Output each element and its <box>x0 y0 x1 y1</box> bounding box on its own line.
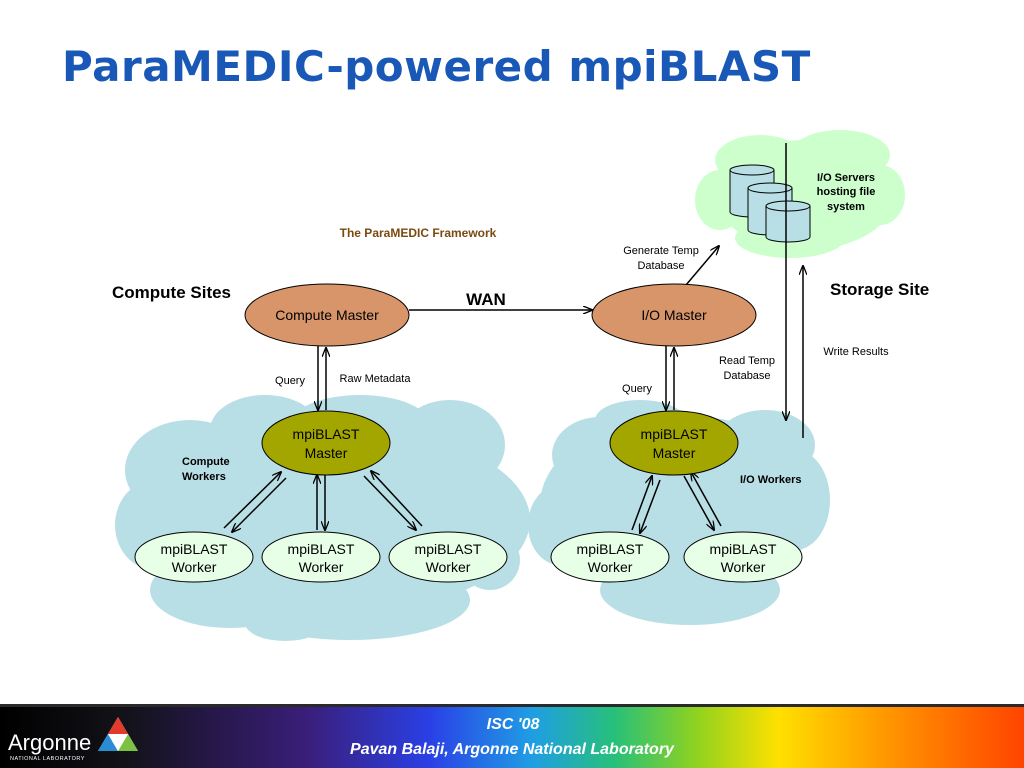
worker-label: mpiBLAST <box>288 541 355 557</box>
footer-divider <box>0 704 1024 707</box>
footer-author: Pavan Balaji, Argonne National Laborator… <box>350 741 674 758</box>
query-label-left: Query <box>275 375 305 387</box>
read-temp-label: Database <box>723 370 770 382</box>
logo-subtitle: NATIONAL LABORATORY <box>10 756 85 762</box>
worker-label: Worker <box>721 559 766 575</box>
raw-metadata-label: Raw Metadata <box>340 373 412 385</box>
io-master-node <box>591 283 757 347</box>
worker-node <box>550 531 670 583</box>
worker-label: mpiBLAST <box>577 541 644 557</box>
arrows <box>223 143 803 533</box>
worker-arrow <box>640 479 661 533</box>
generate-temp-label: Generate Temp <box>623 245 699 257</box>
argonne-logo: Argonne NATIONAL LABORATORY <box>8 712 138 764</box>
compute-workers-label: Workers <box>182 471 226 483</box>
storage-site-label: Storage Site <box>830 280 929 299</box>
mpiblast-master-right-node <box>609 410 739 476</box>
worker-nodes: mpiBLAST Worker mpiBLAST Worker mpiBLAST… <box>134 531 803 583</box>
worker-node <box>134 531 254 583</box>
worker-label: mpiBLAST <box>161 541 228 557</box>
worker-label: Worker <box>426 559 471 575</box>
worker-node <box>261 531 381 583</box>
read-temp-label: Read Temp <box>719 355 775 367</box>
worker-node <box>388 531 508 583</box>
worker-label: Worker <box>588 559 633 575</box>
worker-arrow <box>631 476 652 531</box>
mpiblast-master-right-label: Master <box>653 445 696 461</box>
footer-bar: Argonne NATIONAL LABORATORY ISC '08 Pava… <box>0 704 1024 768</box>
slide-title: ParaMEDIC-powered mpiBLAST <box>62 42 811 91</box>
io-master-label: I/O Master <box>641 307 707 323</box>
generate-temp-arrow <box>685 246 719 286</box>
worker-arrow <box>691 472 722 527</box>
wan-label: WAN <box>466 290 506 309</box>
worker-node <box>683 531 803 583</box>
compute-sites-label: Compute Sites <box>112 283 231 302</box>
worker-label: mpiBLAST <box>710 541 777 557</box>
generate-temp-label: Database <box>637 260 684 272</box>
io-workers-label: I/O Workers <box>740 474 802 486</box>
mpiblast-master-left-node <box>261 410 391 476</box>
framework-caption: The ParaMEDIC Framework <box>340 226 497 240</box>
worker-arrow <box>371 471 423 527</box>
paramedic-diagram: Compute Master I/O Master mpiBLAST Maste… <box>112 130 929 641</box>
mpiblast-master-right-label: mpiBLAST <box>641 426 708 442</box>
worker-label: Worker <box>299 559 344 575</box>
io-servers-label: hosting file <box>817 186 876 198</box>
worker-label: mpiBLAST <box>415 541 482 557</box>
mpiblast-master-left-label: Master <box>305 445 348 461</box>
query-label-right: Query <box>622 383 652 395</box>
write-results-label: Write Results <box>823 346 889 358</box>
footer-event: ISC '08 <box>486 716 540 733</box>
compute-workers-label: Compute <box>182 456 230 468</box>
database-icon <box>729 164 811 243</box>
worker-arrow <box>363 475 416 530</box>
compute-master-node <box>244 283 410 347</box>
worker-label: Worker <box>172 559 217 575</box>
compute-master-label: Compute Master <box>275 307 379 323</box>
mpiblast-master-left-label: mpiBLAST <box>293 426 360 442</box>
io-servers-label: system <box>827 201 865 213</box>
worker-arrow <box>223 472 281 529</box>
worker-arrow <box>232 477 287 532</box>
io-servers-label: I/O Servers <box>817 172 875 184</box>
worker-arrow <box>683 475 714 530</box>
argonne-triangle-icon <box>98 717 138 751</box>
logo-name: Argonne <box>8 730 92 755</box>
